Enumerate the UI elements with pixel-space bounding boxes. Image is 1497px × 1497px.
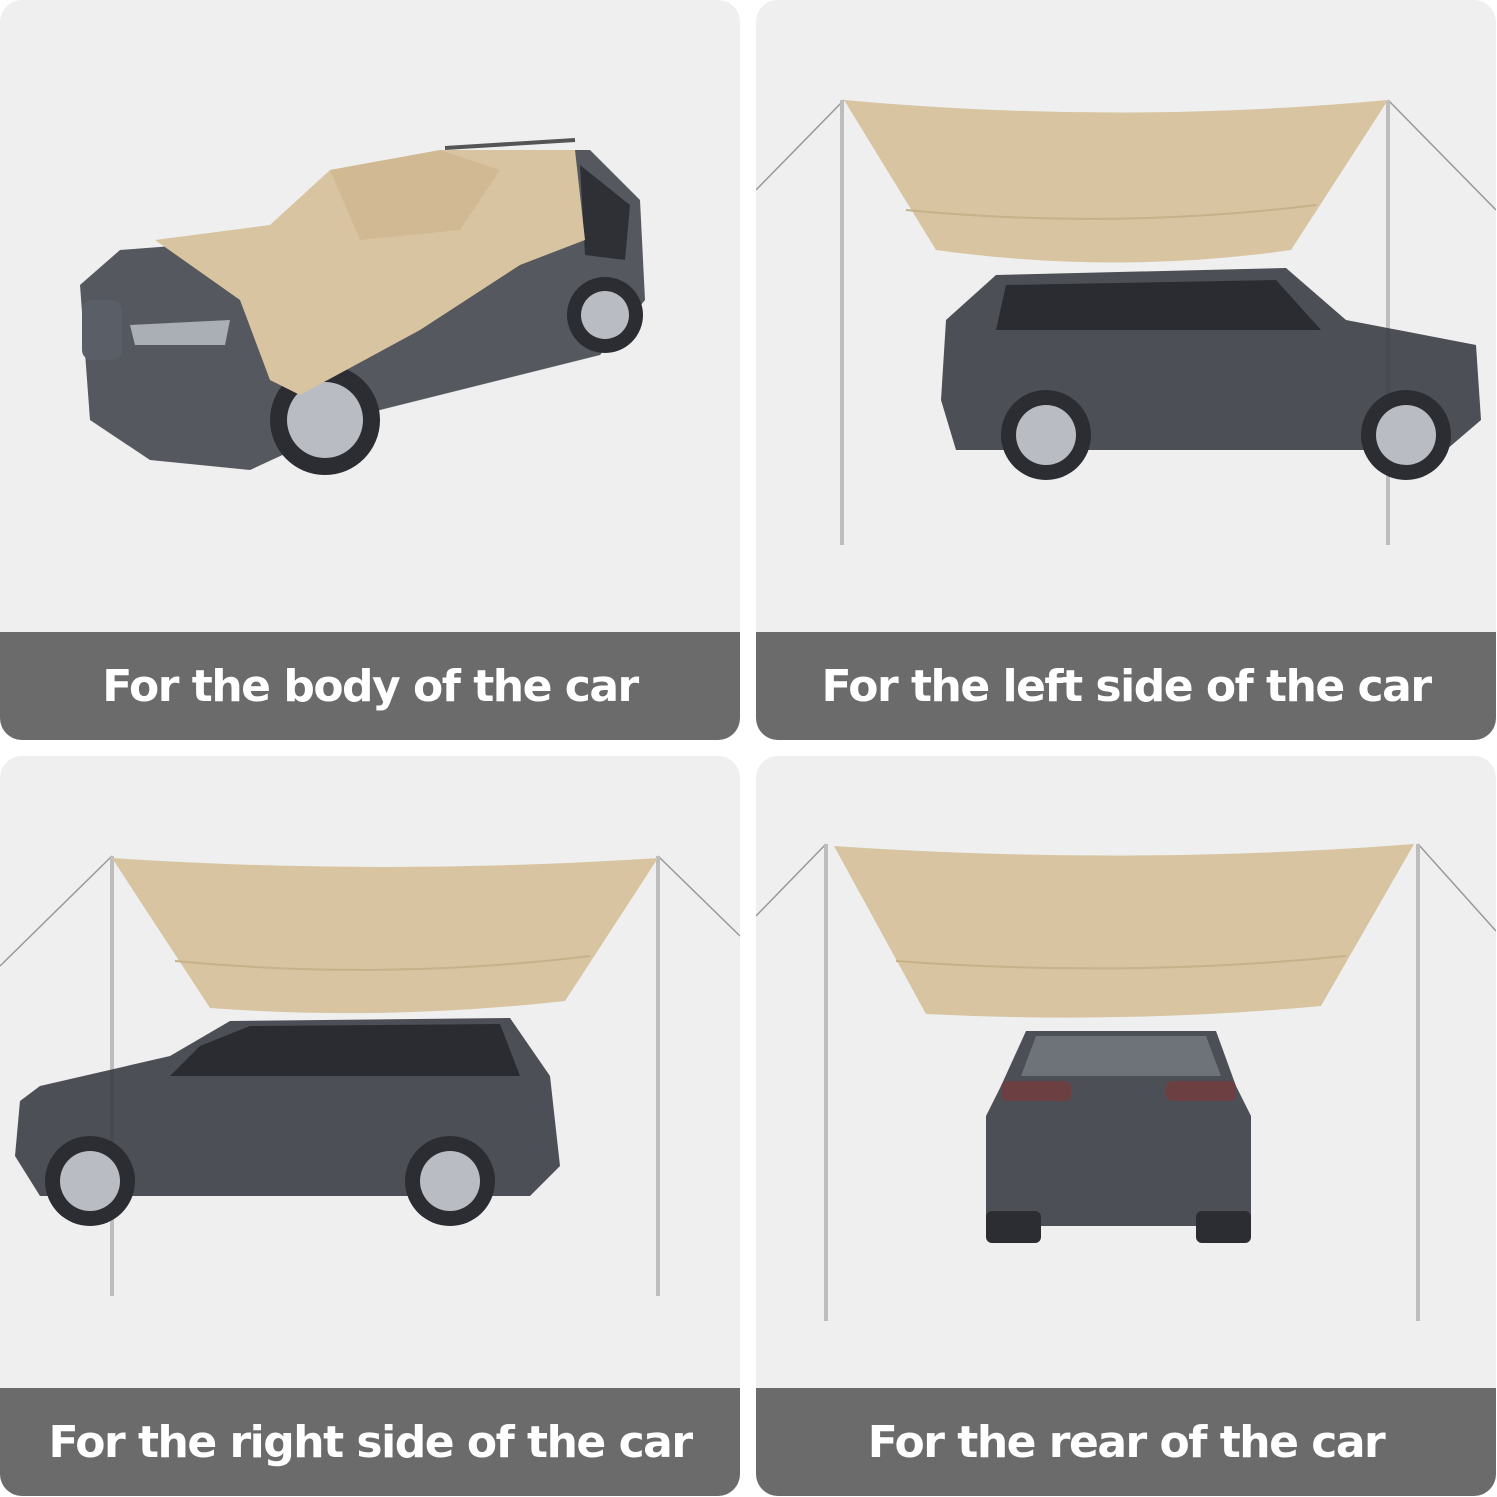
panel-caption: For the body of the car (0, 632, 740, 740)
panel-caption: For the right side of the car (0, 1388, 740, 1496)
panel-left-side: For the left side of the car (756, 0, 1496, 740)
car-left-side-canopy-image (756, 99, 1496, 545)
panel-caption: For the rear of the car (756, 1388, 1496, 1496)
car-body-cover-image (80, 138, 645, 475)
panel-body-cover: For the body of the car (0, 0, 740, 740)
panel-right-side: For the right side of the car (0, 756, 740, 1496)
panel-caption: For the left side of the car (756, 632, 1496, 740)
car-rear-canopy-image (756, 843, 1496, 1321)
car-right-side-canopy-image (0, 855, 740, 1296)
panel-rear: For the rear of the car (756, 756, 1496, 1496)
